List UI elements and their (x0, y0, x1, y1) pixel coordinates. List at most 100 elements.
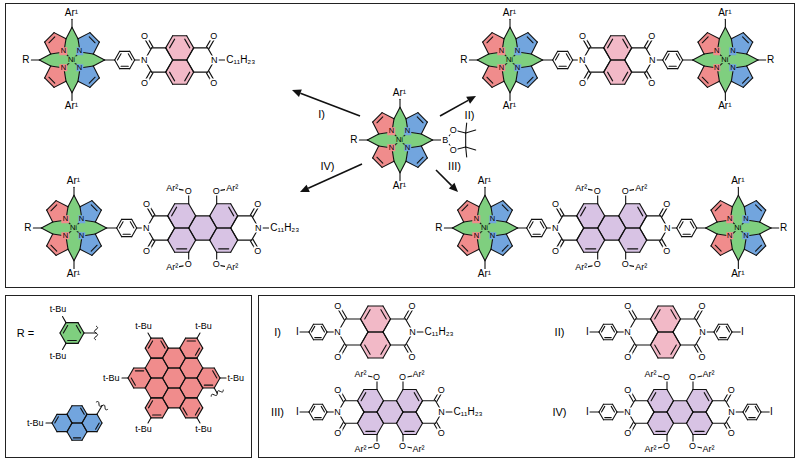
bond-line (743, 37, 749, 43)
bond-line (651, 332, 659, 345)
bond-line (186, 377, 198, 378)
bond-line (166, 60, 173, 72)
bond-line (540, 222, 544, 228)
bond-line (358, 423, 365, 434)
bond-line (671, 345, 676, 354)
bond-line (506, 234, 512, 246)
substituent-label: Ar¹ (730, 176, 745, 186)
bond-line (67, 423, 72, 432)
bond-line (217, 227, 231, 228)
ring-fill (604, 36, 632, 60)
bond-line (145, 368, 151, 378)
bond-line (92, 246, 101, 255)
bond-line (706, 412, 713, 423)
bond-line (368, 331, 383, 332)
bond-line (187, 60, 194, 72)
bond-line (667, 401, 674, 412)
atom-label: O (662, 441, 671, 450)
bond-line (39, 60, 50, 66)
bond-line (382, 113, 394, 119)
bond-line (484, 261, 485, 269)
bond-line (648, 412, 655, 423)
bond-line (217, 227, 231, 228)
bond-line (47, 246, 56, 255)
bond-line (180, 358, 186, 368)
bond-line (187, 60, 194, 72)
bond-line (693, 411, 706, 412)
atom-label: O (688, 441, 697, 450)
atom-label: O (140, 79, 149, 88)
bond-line (458, 234, 464, 246)
bond-line (668, 68, 678, 69)
bond-line (90, 33, 99, 42)
atom-label: N (713, 64, 720, 72)
bond-line (210, 228, 217, 240)
bond-line (731, 81, 743, 87)
metal-label: Ni (69, 224, 78, 232)
bond-line (706, 389, 713, 400)
bond-line (608, 72, 613, 81)
bond-line (403, 434, 416, 435)
bond-line (647, 240, 661, 241)
bond-line (130, 60, 135, 69)
bond-line (231, 240, 238, 252)
ring-fills (39, 27, 771, 440)
atom-label: O (212, 186, 221, 195)
bond-line (665, 54, 669, 60)
bond-line (345, 400, 358, 401)
bond-line (383, 319, 391, 332)
bond-line (189, 216, 196, 228)
atom-label: N (727, 407, 736, 416)
bond-line (681, 318, 696, 319)
bond-line (626, 227, 640, 228)
bond-line (673, 306, 681, 319)
bond-line (71, 19, 72, 27)
bond-line (568, 60, 573, 69)
bond-line (577, 240, 584, 252)
bond-line (619, 204, 626, 216)
bond-line (180, 368, 186, 378)
bond-line (373, 146, 379, 158)
atom-label: O (142, 247, 151, 256)
bond-line (180, 358, 186, 368)
bond-line (416, 423, 423, 434)
bond-line (484, 187, 485, 195)
substituent-label: Ar² (574, 263, 588, 272)
bond-line (604, 60, 611, 72)
bond-line (195, 348, 199, 355)
bond-line (46, 422, 52, 423)
bond-line (358, 412, 365, 423)
bond-line (373, 158, 382, 167)
ring-fill (361, 306, 391, 332)
substituent-label: Ar² (165, 183, 179, 192)
bond-line (377, 412, 384, 423)
bond-line (678, 60, 683, 69)
bond-line (423, 423, 436, 424)
bond-line (416, 412, 423, 423)
bond-line (197, 368, 203, 378)
ring-fill (604, 60, 632, 84)
substituent-label: t-Bu (49, 305, 68, 314)
bond-line (189, 228, 196, 240)
bond-line (695, 431, 704, 432)
bond-line (747, 66, 753, 78)
substituent-label: R (23, 223, 32, 233)
atom-label: B (441, 135, 449, 144)
bond-line (702, 37, 708, 43)
bond-line (687, 401, 694, 412)
bond-line (134, 367, 146, 368)
bond-line (78, 81, 90, 87)
bond-line (704, 393, 709, 401)
bond-line (673, 319, 681, 332)
bond-line (529, 222, 533, 228)
bond-line (673, 319, 681, 332)
bond-line (73, 261, 74, 269)
bond-line (210, 204, 217, 216)
bond-line (383, 345, 391, 358)
bond-line (518, 227, 527, 228)
bond-line (47, 201, 56, 210)
bond-line (97, 423, 102, 432)
atom-label: N (742, 216, 749, 224)
arrow-shaft (300, 93, 360, 116)
atom-label: N (62, 216, 69, 224)
